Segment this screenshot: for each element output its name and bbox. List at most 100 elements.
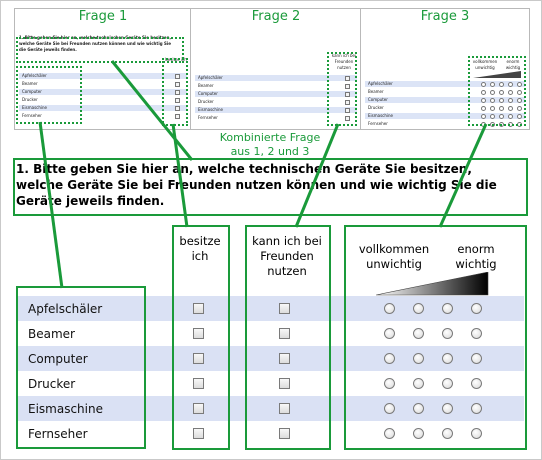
mini-row-label: Computer: [198, 91, 218, 96]
importance-radio[interactable]: [384, 378, 395, 389]
importance-radio[interactable]: [471, 403, 482, 414]
table-row: Drucker: [16, 371, 524, 396]
mini-row: Beamer: [19, 81, 187, 87]
col-friends-header-line: Freunden: [260, 249, 314, 263]
importance-radio[interactable]: [471, 328, 482, 339]
mini-row-label: Beamer: [368, 89, 384, 94]
col-own-header-line: besitze: [179, 234, 221, 248]
mini-row: Eismaschine: [195, 107, 357, 113]
highlight-mini-items: [16, 66, 82, 124]
panel-frage-2: Frage 2 kann ich bei Freunden nutzen Apf…: [190, 8, 362, 130]
mini-checkbox: [175, 90, 180, 95]
importance-radio[interactable]: [471, 353, 482, 364]
mini-row: Apfelschäler: [19, 73, 187, 79]
mini-row-label: Fernseher: [22, 113, 42, 118]
mini-row-label: Eismaschine: [368, 113, 393, 118]
friends-checkbox[interactable]: [279, 328, 290, 339]
importance-radio[interactable]: [442, 328, 453, 339]
mini-row-label: Computer: [22, 89, 42, 94]
own-checkbox[interactable]: [193, 403, 204, 414]
friends-checkbox[interactable]: [279, 403, 290, 414]
table-row: Apfelschäler: [16, 296, 524, 321]
mini-row: Drucker: [365, 105, 525, 111]
importance-wedge: [376, 272, 489, 296]
highlight-mini-col-importance: [468, 56, 526, 126]
importance-radio[interactable]: [442, 428, 453, 439]
mini-col-friends-header: kann ich bei Freunden nutzen: [331, 53, 357, 70]
mini-row-label: Fernseher: [198, 115, 218, 120]
importance-radio[interactable]: [413, 428, 424, 439]
highlight-own-box: [172, 225, 230, 450]
col-friends-header-line: kann ich bei: [252, 234, 322, 248]
col-importance-left-label: vollkommen unwichtig: [352, 242, 436, 272]
mini-row: Apfelschäler: [365, 81, 525, 87]
mini-checkbox: [345, 116, 350, 121]
importance-radio[interactable]: [442, 353, 453, 364]
highlight-mini-col-friends: [327, 52, 357, 126]
mini-row-label: Eismaschine: [198, 107, 223, 112]
panel-title: Frage 1: [78, 9, 128, 24]
importance-radio[interactable]: [413, 328, 424, 339]
panel-title: Frage 2: [251, 9, 301, 24]
importance-radio[interactable]: [442, 378, 453, 389]
friends-checkbox[interactable]: [279, 378, 290, 389]
importance-radio[interactable]: [384, 403, 395, 414]
importance-radio[interactable]: [442, 303, 453, 314]
combined-label-line2: aus 1, 2 und 3: [230, 145, 310, 158]
importance-radio[interactable]: [442, 403, 453, 414]
mini-row: Fernseher: [195, 115, 357, 121]
mini-row: Beamer: [365, 89, 525, 95]
importance-right-line: enorm: [457, 242, 495, 256]
mini-row-label: Fernseher: [368, 121, 388, 126]
mini-row-label: Apfelschäler: [368, 81, 393, 86]
mini-row-label: Beamer: [198, 83, 214, 88]
own-checkbox[interactable]: [193, 303, 204, 314]
importance-left-line: unwichtig: [366, 257, 422, 271]
highlight-importance-box: [344, 225, 527, 450]
mini-checkbox: [345, 76, 350, 81]
mini-row-label: Apfelschäler: [22, 73, 47, 78]
mini-checkbox: [345, 84, 350, 89]
row-label: Eismaschine: [28, 402, 103, 416]
importance-left-line: vollkommen: [358, 242, 430, 256]
mini-checkbox: [175, 114, 180, 119]
mini-row: Drucker: [19, 97, 187, 103]
mini-importance-wedge: [473, 71, 521, 78]
mini-row: Fernseher: [19, 113, 187, 119]
friends-checkbox[interactable]: [279, 428, 290, 439]
mini-row: Drucker: [195, 99, 357, 105]
own-checkbox[interactable]: [193, 353, 204, 364]
importance-radio[interactable]: [413, 378, 424, 389]
mini-row-label: Apfelschäler: [198, 75, 223, 80]
importance-radio[interactable]: [413, 303, 424, 314]
mini-row: Eismaschine: [19, 105, 187, 111]
importance-radio[interactable]: [471, 303, 482, 314]
mini-row-label: Computer: [368, 97, 388, 102]
importance-radio[interactable]: [413, 353, 424, 364]
question-text: 1. Bitte geben Sie hier an, welche techn…: [16, 162, 497, 208]
friends-checkbox[interactable]: [279, 353, 290, 364]
importance-radio[interactable]: [384, 353, 395, 364]
own-checkbox[interactable]: [193, 328, 204, 339]
importance-radio[interactable]: [471, 428, 482, 439]
mini-checkbox: [345, 100, 350, 105]
importance-radio[interactable]: [384, 428, 395, 439]
row-label: Fernseher: [28, 427, 88, 441]
mini-row: Computer: [195, 91, 357, 97]
own-checkbox[interactable]: [193, 378, 204, 389]
row-label: Apfelschäler: [28, 302, 103, 316]
mini-checkbox: [345, 108, 350, 113]
mini-row: Computer: [19, 89, 187, 95]
col-friends-header-line: nutzen: [267, 264, 307, 278]
highlight-items-box: [16, 286, 146, 449]
friends-checkbox[interactable]: [279, 303, 290, 314]
importance-radio[interactable]: [384, 303, 395, 314]
importance-right-line: wichtig: [455, 257, 497, 271]
mini-row: Eismaschine: [365, 113, 525, 119]
own-checkbox[interactable]: [193, 428, 204, 439]
importance-radio[interactable]: [413, 403, 424, 414]
importance-radio[interactable]: [471, 378, 482, 389]
importance-radio[interactable]: [384, 328, 395, 339]
combined-label: Kombinierte Frage aus 1, 2 und 3: [180, 131, 360, 159]
table-row: Fernseher: [16, 421, 524, 446]
